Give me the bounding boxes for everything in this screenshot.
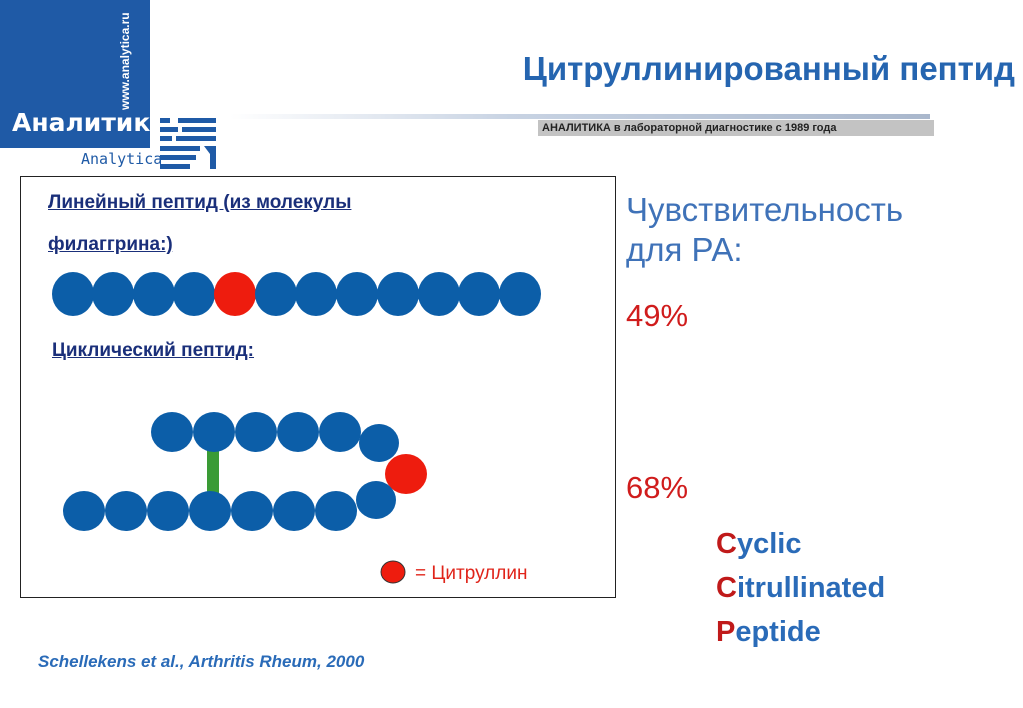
linear-citrulline-bead [214,272,256,316]
linear-amino-acid-bead [499,272,541,316]
linear-amino-acid-bead [458,272,500,316]
ccp-line-cyclic: Cyclic [716,528,801,561]
cyclic-amino-acid-bead [105,491,147,531]
linear-amino-acid-bead [92,272,134,316]
header-divider [230,114,930,119]
linear-amino-acid-bead [295,272,337,316]
cyclic-citrulline-bead [385,454,427,494]
ccp-rest: eptide [735,616,821,648]
sensitivity-heading: Чувствительность для РА: [626,190,903,270]
cyclic-amino-acid-bead [319,412,361,452]
legend-citrulline-label: = Цитруллин [415,563,528,584]
sensitivity-heading-line1: Чувствительность [626,191,904,228]
sensitivity-heading-line2: для РА: [626,231,743,268]
ccp-initial: P [716,616,736,648]
cyclic-amino-acid-bead [231,491,273,531]
cyclic-sensitivity-value: 68% [626,470,689,505]
linear-amino-acid-bead [418,272,460,316]
linear-amino-acid-bead [336,272,378,316]
linear-amino-acid-bead [173,272,215,316]
logo-block [0,0,150,148]
ccp-initial: C [716,528,737,560]
cyclic-amino-acid-bead [151,412,193,452]
citation: Schellekens et al., Arthritis Rheum, 200… [38,652,365,671]
cyclic-amino-acid-bead [63,491,105,531]
legend-citrulline-icon [380,560,406,584]
cyclic-amino-acid-bead [189,491,231,531]
cyclic-caption: Циклический пептид: [52,340,255,361]
ccp-initial: C [716,572,737,604]
cyclic-amino-acid-bead [359,424,399,462]
cyclic-bond [207,450,219,496]
header-tagline: АНАЛИТИКА в лабораторной диагностике с 1… [538,120,934,136]
ccp-rest: yclic [736,528,802,560]
linear-amino-acid-bead [255,272,297,316]
linear-sensitivity-value: 49% [626,298,689,333]
linear-amino-acid-bead [377,272,419,316]
cyclic-amino-acid-bead [356,481,396,519]
linear-caption-line1: Линейный пептид (из молекулы [48,192,352,213]
ccp-line-citrullinated: Citrullinated [716,572,885,605]
logo-name-en: Analytica [81,150,163,168]
cyclic-amino-acid-bead [235,412,277,452]
cyclic-amino-acid-bead [277,412,319,452]
cyclic-amino-acid-bead [147,491,189,531]
cyclic-amino-acid-bead [273,491,315,531]
linear-amino-acid-bead [52,272,94,316]
ccp-rest: itrullinated [736,572,886,604]
ccp-line-peptide: Peptide [716,616,821,649]
linear-caption-line2: филаггрина:) [48,234,173,255]
cyclic-amino-acid-bead [315,491,357,531]
page-title: Цитруллинированный пептид [522,50,1015,87]
cyclic-amino-acid-bead [193,412,235,452]
logo-name-ru: Аналитика [12,108,168,137]
logo-stripes-icon [160,118,216,169]
linear-amino-acid-bead [133,272,175,316]
